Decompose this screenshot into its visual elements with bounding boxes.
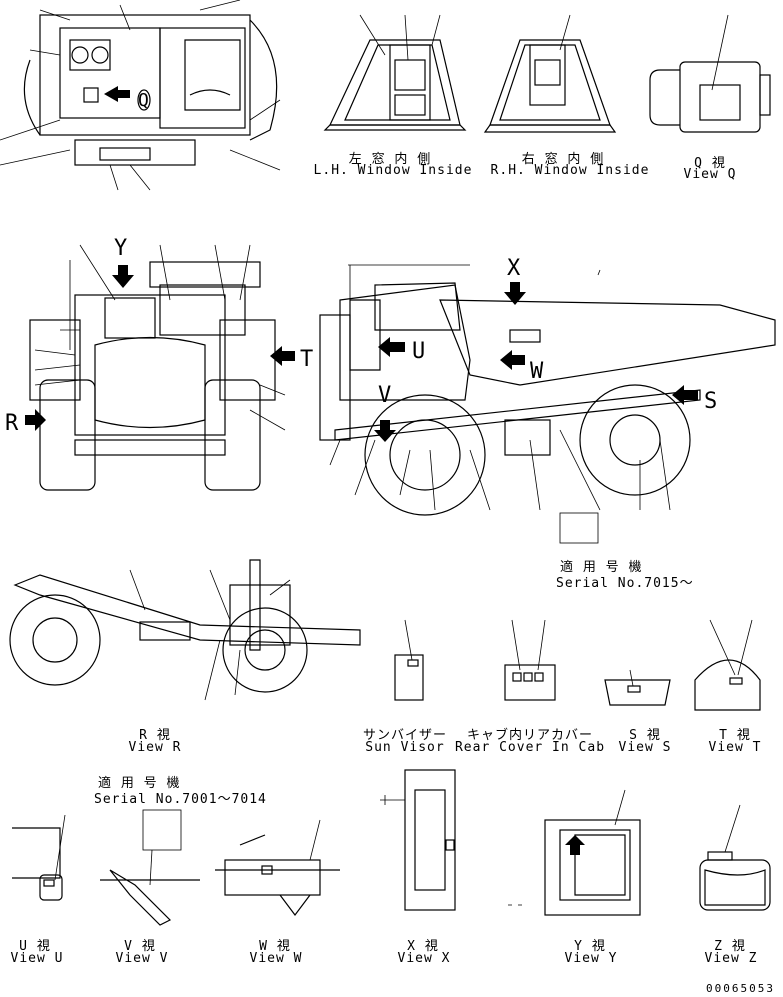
view-r-label-en: View R [128,740,182,755]
cab-rear-drawing [0,0,281,191]
rear-cover-label-en: Rear Cover In Cab [454,740,606,755]
arrow-s: S [672,385,717,414]
view-x-label-en: View X [397,951,451,966]
serial-7001-label-jp: 適 用 号 機 [98,776,181,791]
serial-7015-label-jp: 適 用 号 機 [560,560,643,575]
view-v-drawing [100,809,200,926]
view-v-label-en: View V [115,951,169,966]
rh-window-drawing [483,14,617,133]
rh-window-label-jp: 右 窓 内 側 [521,152,605,167]
view-w-drawing [215,819,340,916]
svg-text:R: R [5,411,19,436]
view-z-label-en: View Z [704,951,758,966]
svg-text:W: W [530,359,544,384]
view-t-label-en: View T [708,740,762,755]
svg-text:Q: Q [138,90,149,111]
view-r-label-jp: R 視 [139,728,171,743]
view-y-label-en: View Y [564,951,618,966]
view-w-label-en: View W [249,951,303,966]
view-w-label-jp: W 視 [259,939,291,954]
arrow-t: T [270,346,313,372]
rh-window-label-en: R.H. Window Inside [490,163,650,178]
svg-text:T: T [300,347,313,372]
document-number: 00065053 [706,982,775,995]
arrow-q: Q [104,86,149,111]
view-s-label-en: View S [618,740,672,755]
arrow-w: W [500,350,544,384]
view-s-drawing [604,669,671,706]
arrow-x: X [504,256,526,305]
serial-7015-label-en: Serial No.7015〜 [556,576,694,591]
view-x-label-jp: X 視 [407,939,439,954]
svg-text:S: S [704,389,717,414]
arrow-y: Y [112,236,134,288]
svg-text:V: V [378,383,391,408]
arrow-r: R [5,409,46,436]
svg-text:X: X [507,256,521,281]
sun-visor-label-jp: サンバイザー [362,728,447,743]
svg-text:U: U [412,339,425,364]
view-z-drawing [699,804,771,911]
view-u-drawing [12,814,66,901]
view-y-drawing [508,789,641,916]
view-u-label-jp: U 視 [19,939,51,954]
arrow-v: V [374,383,396,442]
view-t-label-jp: T 視 [719,728,751,743]
rear-cover-label-jp: キャブ内リアカバー [466,728,593,743]
view-s-label-jp: S 視 [629,728,661,743]
svg-text:Y: Y [114,236,127,261]
view-x-drawing [380,769,456,911]
front-view-drawing [29,244,286,491]
lh-window-label-jp: 左 窓 内 側 [348,152,432,167]
serial-7001-label-en: Serial No.7001〜7014 [94,792,267,807]
view-z-label-jp: Z 視 [714,939,746,954]
view-u-label-en: View U [10,951,64,966]
view-q-label-en: View Q [683,167,737,182]
view-y-label-jp: Y 視 [574,939,606,954]
arrow-u: U [378,337,425,364]
sun-visor-label-en: Sun Visor [365,740,445,755]
lh-window-label-en: L.H. Window Inside [313,163,473,178]
side-view-drawing [319,264,776,544]
view-q-label-jp: Q 視 [694,156,726,171]
view-q-drawing [649,14,771,133]
arrow-y-view [565,835,585,855]
lh-window-drawing [323,14,467,131]
sun-visor-drawing [394,619,424,701]
view-t-drawing [694,619,761,711]
rear-cover-drawing [504,619,556,701]
view-r-drawing [9,559,361,701]
view-v-label-jp: V 視 [124,939,156,954]
